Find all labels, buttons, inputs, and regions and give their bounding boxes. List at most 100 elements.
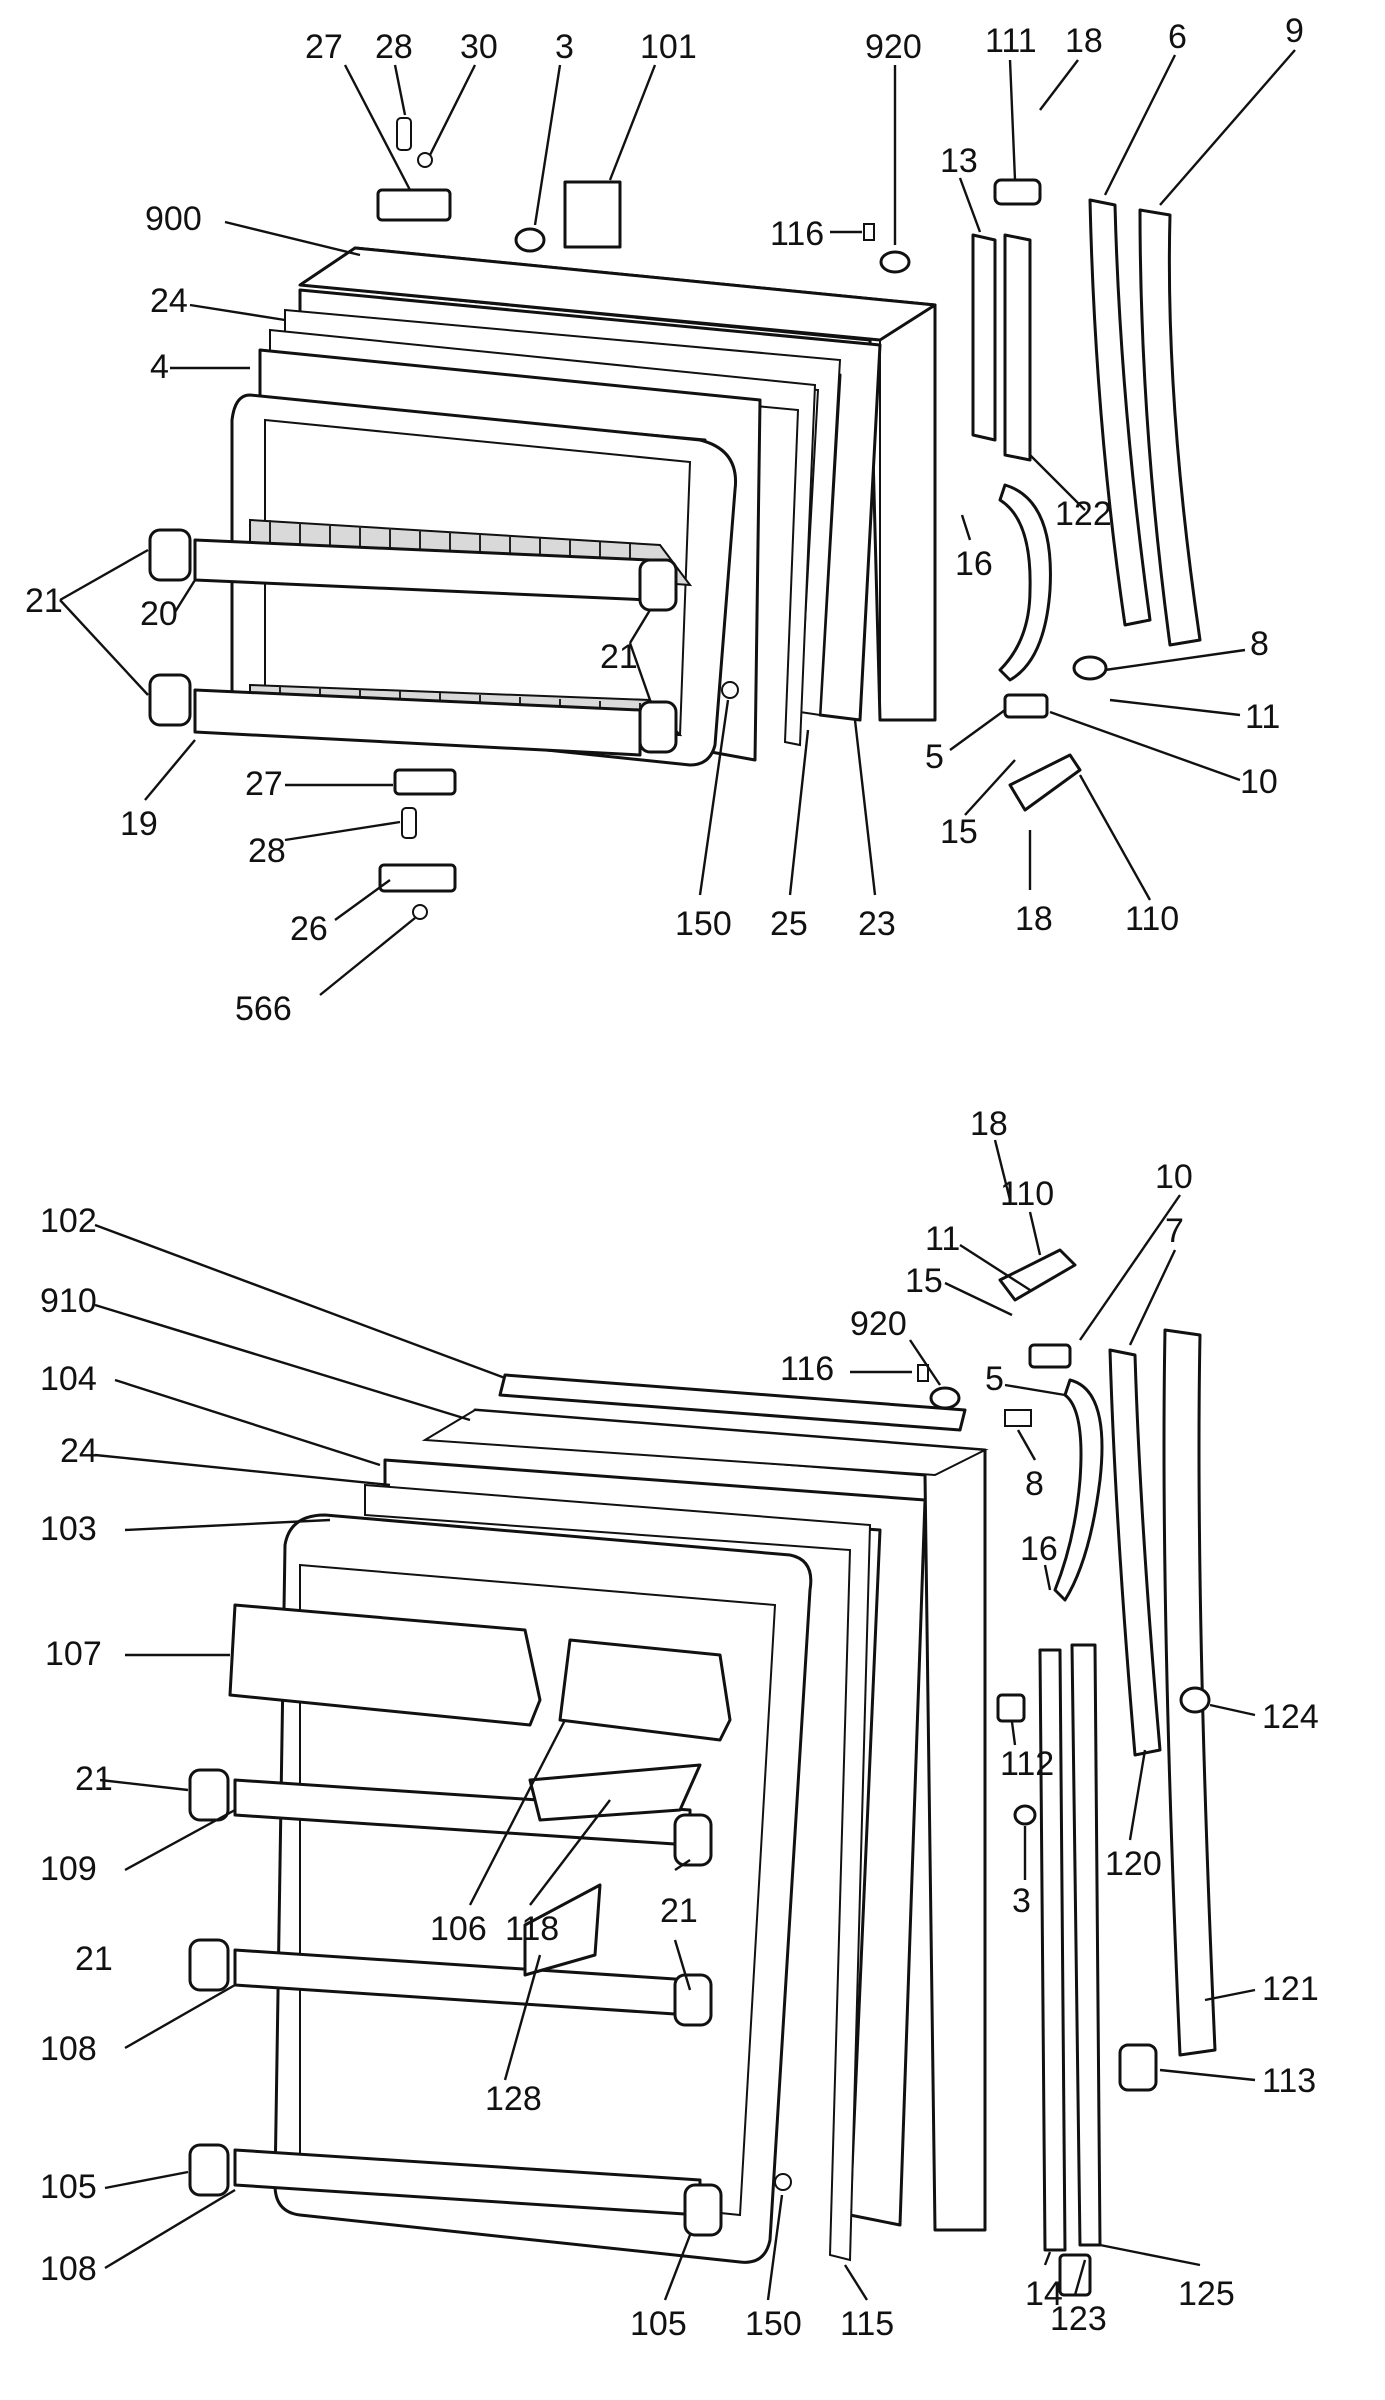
hinge-cover-110 [1008, 753, 1082, 812]
label-20: 20 [140, 595, 178, 633]
label-b21-left-mid: 21 [75, 1940, 113, 1978]
label-3: 3 [555, 28, 574, 66]
end-cap-105-left [188, 2143, 230, 2197]
hinge-cover-110-bottom [998, 1248, 1077, 1302]
screw-116-bottom [917, 1364, 929, 1382]
label-b124: 124 [1262, 1698, 1319, 1736]
label-b108-lower: 108 [40, 2250, 97, 2288]
label-150: 150 [675, 905, 732, 943]
label-122: 122 [1055, 495, 1112, 533]
label-15: 15 [940, 813, 978, 851]
label-b103: 103 [40, 1510, 97, 1548]
label-21-right: 21 [600, 638, 638, 676]
label-b121: 121 [1262, 1970, 1319, 2008]
label-6: 6 [1168, 18, 1187, 56]
leader-lines [59, 49, 1296, 2301]
callout-labels-top: 27 28 30 3 101 920 111 18 6 9 900 116 13… [25, 12, 1304, 1028]
hinge-pin-28b [401, 807, 417, 839]
label-566: 566 [235, 990, 292, 1028]
hinge-10-bottom [1028, 1343, 1072, 1369]
label-b5: 5 [985, 1360, 1004, 1398]
label-b108: 108 [40, 2030, 97, 2068]
hinge-bracket-27 [376, 188, 452, 222]
end-cap-21-left [188, 1768, 230, 1822]
label-b110: 110 [1000, 1175, 1054, 1213]
label-b113: 113 [1262, 2062, 1316, 2100]
label-b125: 125 [1178, 2275, 1235, 2313]
cap-113 [1118, 2043, 1158, 2092]
label-13: 13 [940, 142, 978, 180]
strip-13 [971, 233, 997, 442]
hinge-8-bottom [1004, 1409, 1032, 1427]
plug-3 [514, 227, 546, 253]
label-27: 27 [305, 28, 343, 66]
end-cap-left-lower [148, 673, 192, 727]
hinge-10 [1003, 693, 1049, 719]
tray-118 [528, 1763, 702, 1822]
hinge-plate-26 [378, 863, 457, 893]
label-b21-mid: 21 [660, 1892, 698, 1930]
label-b920: 920 [850, 1305, 907, 1343]
handle-6 [1088, 198, 1152, 627]
screw-566 [412, 904, 428, 920]
strip-122 [1003, 233, 1032, 462]
label-b8: 8 [1025, 1465, 1044, 1503]
label-110: 110 [1125, 900, 1179, 938]
label-b15: 15 [905, 1262, 943, 1300]
strip-125 [1070, 1643, 1102, 2247]
plug-920 [879, 250, 911, 274]
label-111: 111 [985, 22, 1037, 60]
handle-7 [1108, 1348, 1162, 1757]
label-b112: 112 [1000, 1745, 1054, 1783]
clip-101 [563, 180, 622, 249]
freezer-door-assembly [148, 117, 1202, 920]
end-cap-right-lower [638, 700, 678, 754]
label-b24: 24 [60, 1432, 98, 1470]
label-b18: 18 [970, 1105, 1008, 1143]
handle-5-bottom [1053, 1378, 1104, 1602]
dairy-bin-107 [228, 1603, 542, 1727]
handle-trim-9 [1138, 208, 1202, 647]
label-b107: 107 [45, 1635, 102, 1673]
label-18: 18 [1065, 22, 1103, 60]
label-16: 16 [955, 545, 993, 583]
shelf-bar-19 [193, 688, 642, 757]
end-cap-21-right-mid [673, 1973, 713, 2027]
dairy-bin-small [558, 1638, 732, 1742]
hinge-pin-28 [396, 117, 412, 151]
label-b10: 10 [1155, 1158, 1193, 1196]
label-b128: 128 [485, 2080, 542, 2118]
bracket-128 [523, 1883, 602, 1977]
label-24: 24 [150, 282, 188, 320]
end-cap-105-right [683, 2183, 723, 2237]
label-b3: 3 [1012, 1882, 1031, 1920]
clip-112 [996, 1693, 1026, 1723]
label-b106: 106 [430, 1910, 487, 1948]
screw-30 [417, 152, 433, 168]
label-b109: 109 [40, 1850, 97, 1888]
label-5: 5 [925, 738, 944, 776]
label-b105-lower: 105 [630, 2305, 687, 2343]
label-b118: 118 [505, 1910, 559, 1948]
label-b150: 150 [745, 2305, 802, 2343]
end-cap-21-right-upper [673, 1813, 713, 1867]
outer-panel-top [421, 1408, 989, 1477]
breaker-strip-115 [364, 1483, 872, 2262]
label-4: 4 [150, 348, 169, 386]
label-b910: 910 [40, 1282, 97, 1320]
label-b123: 123 [1050, 2300, 1107, 2338]
label-b116: 116 [780, 1350, 834, 1388]
label-28-lower: 28 [248, 832, 286, 870]
handle-5 [998, 483, 1052, 682]
label-900: 900 [145, 200, 202, 238]
cap-8 [1072, 655, 1108, 681]
label-b14: 14 [1025, 2275, 1063, 2313]
label-21: 21 [25, 582, 63, 620]
label-30: 30 [460, 28, 498, 66]
label-18-lower: 18 [1015, 900, 1053, 938]
label-b105: 105 [40, 2168, 97, 2206]
label-b21: 21 [75, 1760, 113, 1798]
clip-124 [1179, 1686, 1211, 1714]
end-cap-left-upper [148, 528, 192, 582]
